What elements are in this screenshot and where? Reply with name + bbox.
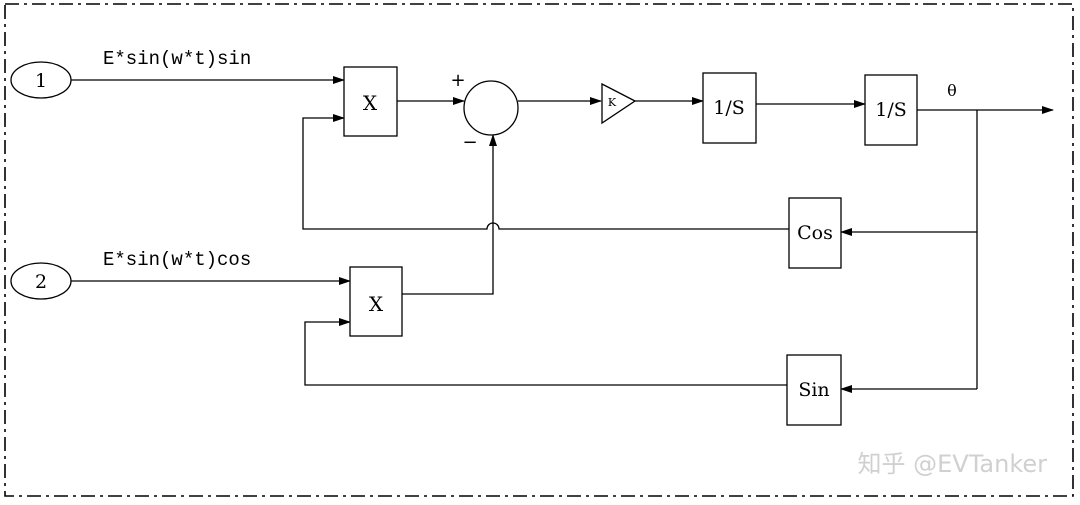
input-port-1-label: 1 [35, 70, 47, 92]
input-port-2-label: 2 [35, 271, 47, 293]
integrator-2-label: 1/S [875, 99, 907, 121]
watermark: 知乎 @EVTanker [858, 450, 1048, 478]
sum-plus-sign: + [450, 70, 465, 91]
theta-output-label: θ [947, 81, 957, 100]
wire-sin-to-mult2 [304, 318, 787, 386]
integrator-block-1[interactable]: 1/S [702, 72, 757, 144]
wire-cos-to-mult1 [302, 114, 789, 230]
cos-label: Cos [797, 222, 833, 244]
multiplier-1-label: X [363, 91, 378, 115]
cos-block[interactable]: Cos [788, 197, 842, 269]
input-port-2[interactable]: 2 [10, 262, 72, 300]
multiplier-block-1[interactable]: X [343, 66, 398, 137]
wire-mult2-to-summer [402, 134, 497, 295]
input-2-signal-label: E*sin(w*t)cos [103, 249, 251, 271]
gain-label: K [608, 96, 617, 109]
multiplier-block-2[interactable]: X [349, 266, 403, 337]
input-port-1[interactable]: 1 [10, 61, 72, 99]
sin-label: Sin [798, 379, 829, 401]
integrator-block-2[interactable]: 1/S [864, 74, 918, 146]
gain-block[interactable]: K [601, 82, 637, 125]
sum-minus-sign: − [462, 132, 477, 153]
subsystem-frame [4, 3, 1074, 497]
input-1-signal-label: E*sin(w*t)sin [103, 48, 251, 70]
sin-block[interactable]: Sin [786, 354, 842, 426]
multiplier-2-label: X [369, 292, 384, 316]
sum-block[interactable] [463, 80, 519, 136]
integrator-1-label: 1/S [713, 97, 745, 119]
